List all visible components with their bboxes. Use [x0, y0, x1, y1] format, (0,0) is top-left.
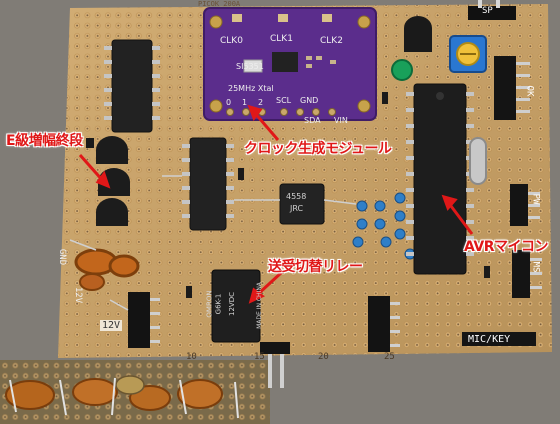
pin-2-label: 2 — [258, 98, 264, 107]
crystal — [469, 137, 487, 185]
green-led — [391, 59, 413, 81]
dip-ic-left — [104, 39, 160, 133]
pin-gnd-label: GND — [300, 96, 319, 105]
row-20: 20 — [318, 352, 329, 362]
row-25: 25 — [384, 352, 395, 362]
opamp-maker: JRC — [290, 204, 304, 213]
relay-model: G6K-1 — [214, 293, 223, 315]
ceramic-capacitors — [352, 192, 416, 260]
sp-connector — [468, 0, 516, 20]
dip-ic-middle — [182, 137, 234, 231]
clock-module-board — [203, 7, 377, 121]
tx-rx-relay — [211, 269, 261, 343]
clk0-label: CLK0 — [220, 36, 243, 46]
ok-label: OK — [524, 85, 535, 97]
clk1-label: CLK1 — [270, 34, 293, 44]
chip-label: SI5351 — [236, 62, 264, 71]
annotation-clock-module: クロック生成モジュール — [244, 141, 392, 157]
pin-headers-lower — [128, 292, 390, 352]
clk2-label: CLK2 — [320, 36, 343, 46]
relay-maker: OMRON — [205, 290, 214, 318]
pin-sda-label: SDA — [304, 116, 321, 125]
crystal-label: 25MHz Xtal — [228, 84, 274, 93]
relay-voltage: 12VDC — [227, 292, 236, 316]
small-components — [86, 92, 490, 298]
pw-label: PW — [530, 193, 541, 205]
protruding-pins — [260, 342, 290, 388]
12v-label: 12V — [100, 320, 123, 331]
ms-label: MS — [530, 261, 541, 273]
relay-origin: MADE IN CHINA — [255, 282, 263, 329]
left-12v-label: 12V — [73, 286, 84, 304]
annotation-avr: AVRマイコン — [464, 239, 549, 255]
voltage-regulator — [404, 16, 432, 52]
annotation-final-stage: E級増幅終段 — [6, 133, 83, 149]
pin-scl-label: SCL — [276, 96, 292, 105]
annotation-relay: 送受切替リレー — [268, 259, 363, 275]
final-stage-transistors — [96, 136, 130, 226]
trimmer-potentiometer — [449, 35, 487, 73]
annotation-arrows — [78, 104, 474, 304]
row-10: 10 — [186, 352, 197, 362]
opamp-part: 4558 — [286, 192, 307, 201]
board-id: PICOK 200A — [198, 0, 241, 8]
gnd-label: GND — [57, 248, 68, 266]
pin-vin-label: VIN — [334, 116, 348, 125]
toroid-coils — [74, 248, 140, 291]
right-header-pins — [494, 56, 530, 298]
sp-label: SP — [482, 6, 493, 16]
row-15: 15 — [254, 352, 265, 362]
mic-key-connector — [462, 332, 536, 346]
opamp-ic — [279, 183, 325, 225]
toroid-coils-bottom — [5, 375, 239, 419]
pin-1-label: 1 — [242, 98, 248, 107]
pin-0-label: 0 — [226, 98, 232, 107]
mic-key-label: MIC/KEY — [468, 334, 511, 345]
